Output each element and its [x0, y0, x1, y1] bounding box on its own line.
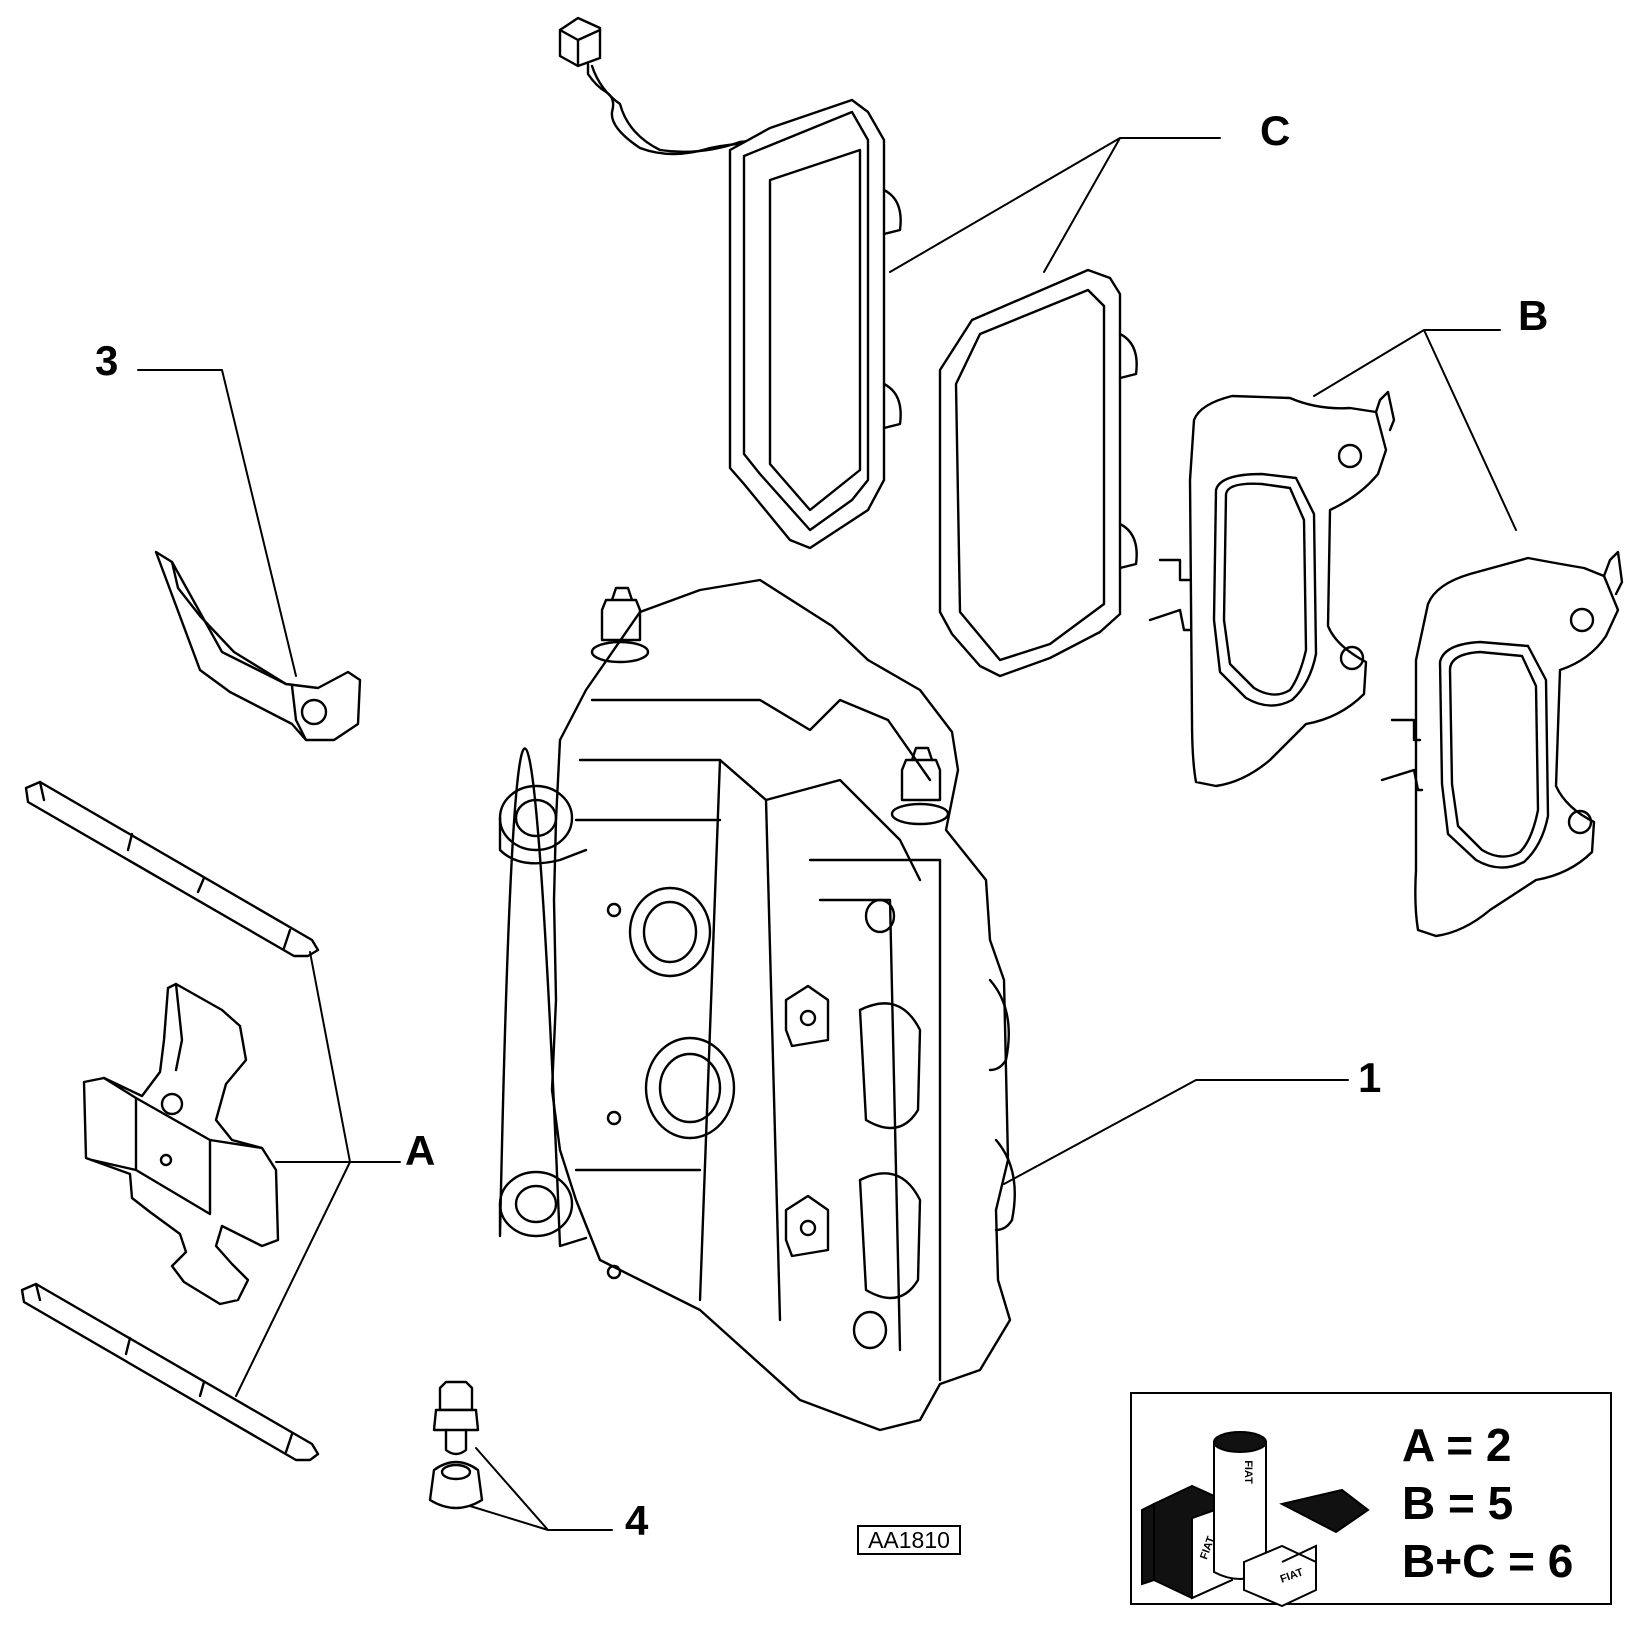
guide-pin-lower	[20, 1282, 320, 1462]
kit-quantity-legend: FIAT FIAT FIAT A = 2 B = 5 B+C = 6	[1130, 1392, 1612, 1607]
pad-shim-1	[1148, 390, 1396, 788]
brake-caliper	[498, 578, 1016, 1432]
callout-b: B	[1518, 292, 1549, 339]
callout-1: 1	[1358, 1054, 1382, 1101]
fiat-kit-icon	[1141, 1431, 1370, 1607]
callout-c: C	[1260, 107, 1291, 154]
callout-4: 4	[625, 1497, 649, 1544]
leader-4	[469, 1447, 613, 1531]
callout-3: 3	[95, 337, 119, 384]
bleeder-screw	[428, 1380, 484, 1510]
anti-rattle-spring	[82, 982, 280, 1306]
brake-pad-with-sensor	[558, 16, 902, 550]
leader-b	[1313, 329, 1517, 531]
spring-clip	[154, 550, 362, 742]
leader-1	[1003, 1079, 1349, 1185]
leader-lines	[137, 137, 1517, 1531]
leader-c	[889, 137, 1221, 273]
kit-line-bc: B+C = 6	[1402, 1535, 1574, 1587]
logo-text-cylinder: FIAT	[1241, 1460, 1254, 1484]
leader-a	[235, 951, 401, 1397]
guide-pin-upper	[24, 780, 320, 958]
kit-line-a: A = 2	[1402, 1419, 1512, 1471]
drawing-reference-code: AA1810	[857, 1525, 961, 1555]
brake-pad	[938, 268, 1138, 678]
leader-3	[137, 369, 297, 677]
kit-line-b: B = 5	[1402, 1477, 1514, 1529]
pad-shim-2	[1380, 550, 1624, 938]
callout-a: A	[405, 1127, 436, 1174]
